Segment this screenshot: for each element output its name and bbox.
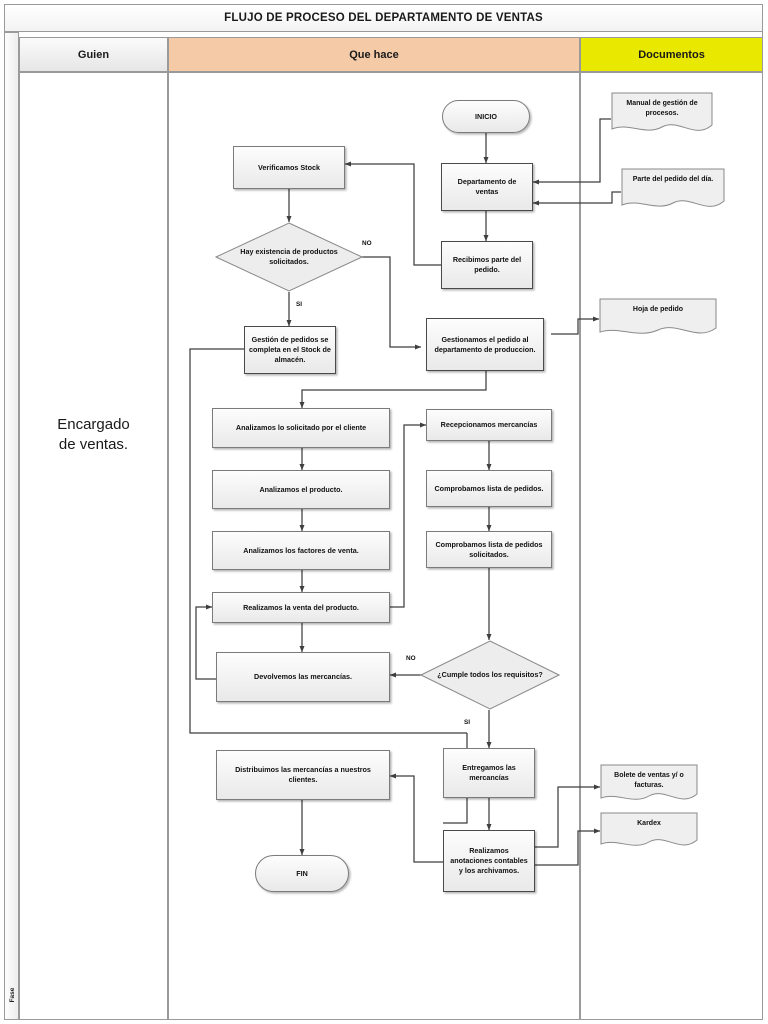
doc-manual-gestion-label: Manual de gestión de procesos. xyxy=(626,100,698,117)
role-label-line2: de ventas. xyxy=(58,436,129,453)
column-header-documents: Documentos xyxy=(580,37,763,72)
node-realizamos-venta[interactable]: Realizamos la venta del producto. xyxy=(212,592,390,623)
node-hay-existencia-label: Hay existencia de productos solicitados. xyxy=(240,247,338,266)
edge-label-no-requisitos: NO xyxy=(406,655,416,662)
doc-boleta-ventas[interactable]: Bolete de ventas y/ o facturas. xyxy=(600,764,698,806)
node-comprobamos-lista-solicitados-label: Comprobamos lista de pedidos solicitados… xyxy=(435,539,543,559)
node-departamento-ventas[interactable]: Departamento de ventas xyxy=(441,163,533,211)
swimlane-who xyxy=(19,72,168,1020)
edge-label-si-requisitos: SI xyxy=(464,719,471,726)
node-analizamos-factores-label: Analizamos los factores de venta. xyxy=(243,545,359,555)
node-analizamos-factores[interactable]: Analizamos los factores de venta. xyxy=(212,531,390,570)
node-analizamos-solicitado-label: Analizamos lo solicitado por el cliente xyxy=(235,423,367,432)
document-shape xyxy=(599,298,717,334)
role-label-line1: Encargado xyxy=(57,416,130,433)
node-analizamos-solicitado[interactable]: Analizamos lo solicitado por el cliente xyxy=(212,408,390,448)
edge-label-no-existencia: NO xyxy=(362,240,372,247)
doc-hoja-pedido-label: Hoja de pedido xyxy=(632,306,684,313)
node-inicio-label: INICIO xyxy=(475,111,497,121)
doc-hoja-pedido[interactable]: Hoja de pedido xyxy=(599,298,717,340)
diamond-shape xyxy=(215,222,363,292)
column-header-who: Guien xyxy=(19,37,168,72)
node-recepcionamos-label: Recepcionamos mercancías xyxy=(440,420,538,429)
node-gestionamos-pedido[interactable]: Gestionamos el pedido al departamento de… xyxy=(426,318,544,371)
node-realizamos-venta-label: Realizamos la venta del producto. xyxy=(243,602,359,612)
phase-strip: Fase xyxy=(4,32,19,1020)
node-departamento-ventas-label: Departamento de ventas xyxy=(457,177,517,196)
doc-kardex[interactable]: Kardex xyxy=(600,812,698,852)
node-recibimos-parte-label: Recibimos parte del pedido. xyxy=(452,255,522,274)
diamond-shape-2 xyxy=(420,640,560,710)
column-header-what-label: Que hace xyxy=(349,48,399,61)
node-distribuimos-label: Distribuimos las mercancías a nuestros c… xyxy=(235,765,371,784)
node-hay-existencia[interactable]: Hay existencia de productos solicitados. xyxy=(215,222,363,292)
node-analizamos-producto[interactable]: Analizamos el producto. xyxy=(212,470,390,509)
node-fin[interactable]: FIN xyxy=(255,855,349,892)
node-realizamos-anotaciones[interactable]: Realizamos anotaciones contables y los a… xyxy=(443,830,535,892)
node-recibimos-parte[interactable]: Recibimos parte del pedido. xyxy=(441,241,533,289)
doc-kardex-label: Kardex xyxy=(637,820,661,827)
node-verificamos-stock[interactable]: Verificamos Stock xyxy=(233,146,345,189)
node-verificamos-stock-label: Verificamos Stock xyxy=(258,162,320,172)
column-header-documents-label: Documentos xyxy=(638,48,705,61)
doc-parte-pedido-label: Parte del pedido del día. xyxy=(632,176,714,183)
node-cumple-requisitos[interactable]: ¿Cumple todos los requisitos? xyxy=(420,640,560,710)
page-title: FLUJO DE PROCESO DEL DEPARTAMENTO DE VEN… xyxy=(224,12,543,24)
doc-parte-pedido[interactable]: Parte del pedido del día. xyxy=(621,168,725,213)
node-comprobamos-lista-label: Comprobamos lista de pedidos. xyxy=(434,483,544,493)
node-realizamos-anotaciones-label: Realizamos anotaciones contables y los a… xyxy=(450,846,528,875)
phase-label: Fase xyxy=(9,987,16,1003)
document-shape xyxy=(600,812,698,846)
edge-label-si-existencia: SI xyxy=(296,301,303,308)
swimlane-documents xyxy=(580,72,763,1020)
node-distribuimos[interactable]: Distribuimos las mercancías a nuestros c… xyxy=(216,750,390,800)
node-entregamos[interactable]: Entregamos las mercancías xyxy=(443,748,535,798)
document-shape xyxy=(621,168,725,207)
diagram-title-bar: FLUJO DE PROCESO DEL DEPARTAMENTO DE VEN… xyxy=(4,4,763,32)
node-comprobamos-lista[interactable]: Comprobamos lista de pedidos. xyxy=(426,470,552,507)
column-header-who-label: Guien xyxy=(77,48,110,61)
node-analizamos-producto-label: Analizamos el producto. xyxy=(259,484,343,494)
document-shape xyxy=(611,92,713,131)
doc-boleta-ventas-label: Bolete de ventas y/ o facturas. xyxy=(614,772,684,789)
node-inicio[interactable]: INICIO xyxy=(442,100,530,133)
node-comprobamos-lista-solicitados[interactable]: Comprobamos lista de pedidos solicitados… xyxy=(426,531,552,568)
node-gestion-pedidos[interactable]: Gestión de pedidos se completa en el Sto… xyxy=(244,326,336,374)
column-header-what: Que hace xyxy=(168,37,580,72)
doc-manual-gestion[interactable]: Manual de gestión de procesos. xyxy=(611,92,713,137)
node-fin-label: FIN xyxy=(296,868,308,878)
role-label: Encargado de ventas. xyxy=(19,415,168,455)
node-cumple-requisitos-label: ¿Cumple todos los requisitos? xyxy=(437,670,543,679)
node-recepcionamos[interactable]: Recepcionamos mercancías xyxy=(426,409,552,441)
node-entregamos-label: Entregamos las mercancías xyxy=(462,763,516,782)
document-shape xyxy=(600,764,698,800)
node-devolvemos-mercancias[interactable]: Devolvemos las mercancías. xyxy=(216,652,390,702)
node-devolvemos-mercancias-label: Devolvemos las mercancías. xyxy=(254,672,352,681)
node-gestionamos-pedido-label: Gestionamos el pedido al departamento de… xyxy=(434,334,536,354)
node-gestion-pedidos-label: Gestión de pedidos se completa en el Sto… xyxy=(249,335,331,364)
